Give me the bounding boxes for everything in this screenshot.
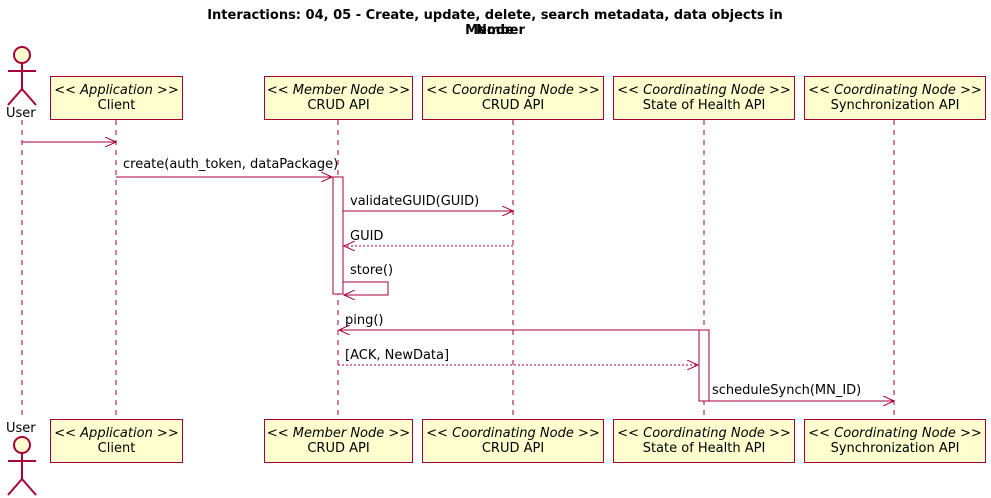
- participant-client-top: << Application >> Client: [50, 76, 183, 120]
- participant-stereotype: << Coordinating Node >>: [426, 426, 600, 441]
- participant-stereotype: << Coordinating Node >>: [617, 83, 791, 98]
- participant-sync-bottom: << Coordinating Node >> Synchronization …: [804, 419, 986, 463]
- message-label-schedule: scheduleSynch(MN_ID): [712, 383, 862, 398]
- user-actor-top-icon: [7, 46, 37, 106]
- user-actor-bottom-icon: [7, 436, 37, 496]
- participant-name: Client: [97, 441, 136, 456]
- participant-sync-top: << Coordinating Node >> Synchronization …: [804, 76, 986, 120]
- participant-stereotype: << Application >>: [54, 83, 179, 98]
- message-label-ack: [ACK, NewData]: [345, 348, 450, 363]
- message-arrow-store-self: [343, 281, 389, 295]
- diagram-title-line2: Node: [476, 23, 514, 38]
- participant-name: Synchronization API: [830, 98, 960, 113]
- participant-name: CRUD API: [481, 98, 545, 113]
- participant-mn-crud-bottom: << Member Node >> CRUD API: [264, 419, 413, 463]
- activation-soh: [698, 329, 710, 402]
- message-label-store: store(): [350, 263, 394, 278]
- participant-name: Synchronization API: [830, 441, 960, 456]
- participant-stereotype: << Application >>: [54, 426, 179, 441]
- participant-stereotype: << Member Node >>: [266, 83, 411, 98]
- participant-cn-crud-top: << Coordinating Node >> CRUD API: [422, 76, 604, 120]
- participant-stereotype: << Coordinating Node >>: [426, 83, 600, 98]
- participant-name: State of Health API: [642, 98, 766, 113]
- activation-mn-crud: [332, 176, 344, 295]
- message-label-validate: validateGUID(GUID): [350, 194, 480, 209]
- participant-soh-top: << Coordinating Node >> State of Health …: [613, 76, 795, 120]
- participant-name: CRUD API: [307, 98, 370, 113]
- participant-name: CRUD API: [481, 441, 545, 456]
- participant-cn-crud-bottom: << Coordinating Node >> CRUD API: [422, 419, 604, 463]
- message-label-guid: GUID: [350, 229, 384, 244]
- participant-client-bottom: << Application >> Client: [50, 419, 183, 463]
- participant-soh-bottom: << Coordinating Node >> State of Health …: [613, 419, 795, 463]
- participant-stereotype: << Coordinating Node >>: [808, 426, 982, 441]
- actor-user-label-top: User: [6, 106, 36, 121]
- participant-name: State of Health API: [642, 441, 766, 456]
- participant-name: Client: [97, 98, 136, 113]
- message-label-create: create(auth_token, dataPackage): [123, 157, 339, 172]
- participant-stereotype: << Coordinating Node >>: [808, 83, 982, 98]
- message-label-ping: ping(): [345, 313, 384, 328]
- participant-stereotype: << Member Node >>: [266, 426, 411, 441]
- participant-mn-crud-top: << Member Node >> CRUD API: [264, 76, 413, 120]
- participant-name: CRUD API: [307, 441, 370, 456]
- actor-user-label-bottom: User: [6, 421, 36, 436]
- diagram-title: Interactions: 04, 05 - Create, update, d…: [207, 8, 783, 38]
- participant-stereotype: << Coordinating Node >>: [617, 426, 791, 441]
